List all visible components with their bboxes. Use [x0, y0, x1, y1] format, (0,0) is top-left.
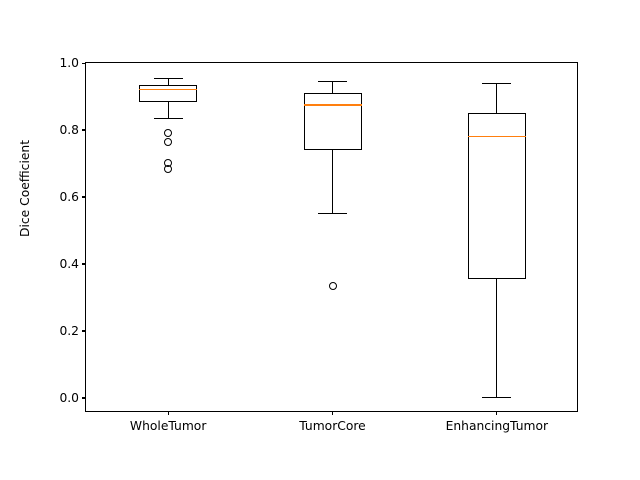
whisker-upper: [167, 78, 169, 85]
whisker-upper: [331, 81, 334, 94]
plot-area: [86, 63, 577, 411]
whisker-cap-lower: [153, 117, 183, 119]
outlier-point: [164, 129, 173, 138]
box-group-wholetumor: [86, 63, 577, 411]
whisker-lower: [496, 279, 498, 398]
whisker-cap-lower: [482, 397, 512, 399]
whisker-lower: [331, 150, 334, 214]
y-axis-tick: [82, 196, 86, 198]
outlier-point: [328, 281, 337, 290]
y-axis-tick: [82, 129, 86, 131]
whisker-cap-upper: [482, 82, 512, 84]
y-axis-tick: [82, 263, 86, 265]
box-group-enhancingtumor: [86, 63, 577, 411]
x-axis-tick-label-tumorcore: TumorCore: [299, 419, 366, 433]
y-axis-label: Dice Coefficient: [18, 139, 32, 237]
box-iqr: [303, 93, 362, 151]
box-iqr: [139, 84, 198, 102]
y-axis-tick: [82, 330, 86, 332]
box-iqr: [467, 113, 526, 280]
whisker-cap-lower: [318, 213, 347, 215]
y-axis-tick-label: 1.0: [59, 56, 79, 70]
y-axis-tick-label: 0.6: [59, 189, 79, 204]
y-axis-tick-label: 0.0: [59, 390, 79, 405]
x-axis-tick: [332, 411, 334, 415]
box-group-tumorcore: [86, 63, 577, 411]
whisker-cap-upper: [153, 77, 183, 79]
whisker-cap-upper: [318, 80, 347, 82]
y-axis-tick: [82, 397, 86, 399]
x-axis-tick-label-wholetumor: WholeTumor: [129, 419, 207, 433]
median-line: [467, 135, 526, 138]
x-axis-tick: [167, 411, 169, 415]
outlier-point: [164, 164, 173, 173]
median-line: [303, 104, 362, 106]
y-axis-tick-label: 0.2: [59, 323, 79, 338]
x-axis-tick-label-enhancingtumor: EnhancingTumor: [445, 419, 549, 433]
y-axis-tick-label: 0.8: [59, 122, 79, 137]
y-axis-tick-label: 0.4: [59, 256, 79, 271]
median-line: [139, 89, 198, 91]
outlier-point: [164, 137, 173, 146]
x-axis-tick: [496, 411, 498, 415]
whisker-upper: [496, 83, 498, 114]
whisker-lower: [167, 101, 169, 119]
y-axis-tick: [82, 62, 86, 64]
